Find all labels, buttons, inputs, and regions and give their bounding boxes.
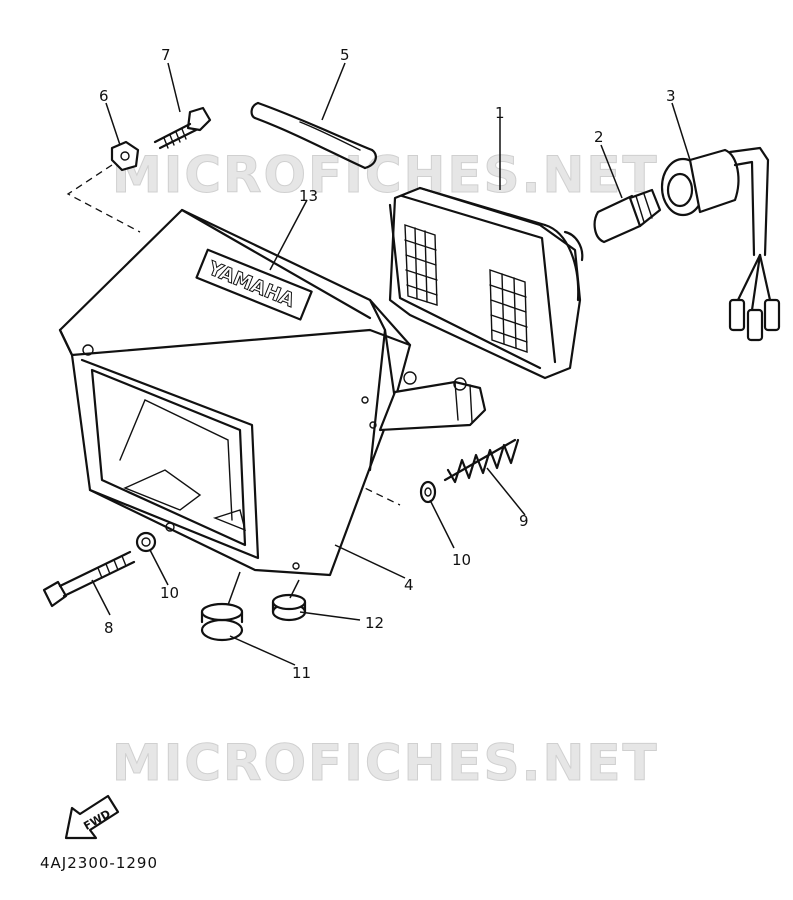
- headlight-lens-pattern-left: [404, 224, 438, 306]
- part-code: 4AJ2300-1290: [40, 854, 158, 872]
- part-3-socket: [660, 146, 781, 342]
- callout-7: 7: [161, 46, 171, 64]
- callout-10-left: 10: [160, 584, 179, 602]
- assembly-line-top: [66, 164, 141, 233]
- part-8-bolt: [42, 550, 136, 608]
- callout-11: 11: [292, 664, 311, 682]
- callout-1: 1: [495, 104, 505, 122]
- part-5-tube: [250, 101, 377, 170]
- leader-lines: [91, 62, 691, 666]
- part-12-grommet: [271, 593, 307, 622]
- callout-6: 6: [99, 87, 109, 105]
- part-10-washer-left: [135, 531, 157, 553]
- callout-labels: 1 2 3 4 5 6 7 8 9 10 10 11 12 13: [99, 46, 676, 682]
- watermark-bottom: MICROFICHES.NET: [112, 734, 659, 792]
- callout-4: 4: [404, 576, 414, 594]
- part-9-spring: [443, 438, 520, 484]
- part-10-washer-right: [419, 480, 437, 504]
- callout-13: 13: [299, 187, 318, 205]
- callout-2: 2: [594, 128, 604, 146]
- part-7-screw: [153, 106, 212, 150]
- watermark-top: MICROFICHES.NET: [112, 146, 659, 204]
- callout-8: 8: [104, 619, 114, 637]
- callout-5: 5: [340, 46, 350, 64]
- part-2-bulb: [593, 188, 662, 244]
- fwd-arrow: FWD: [64, 794, 120, 840]
- part-1-headlight-unit: [388, 186, 584, 380]
- callout-12: 12: [365, 614, 384, 632]
- callout-9: 9: [519, 512, 529, 530]
- headlight-lens-pattern-right: [489, 269, 528, 353]
- callout-3: 3: [666, 87, 676, 105]
- part-6-nut: [110, 140, 140, 172]
- callout-10-right: 10: [452, 551, 471, 569]
- part-11-grommet: [200, 602, 244, 642]
- part-4-housing: [58, 208, 487, 577]
